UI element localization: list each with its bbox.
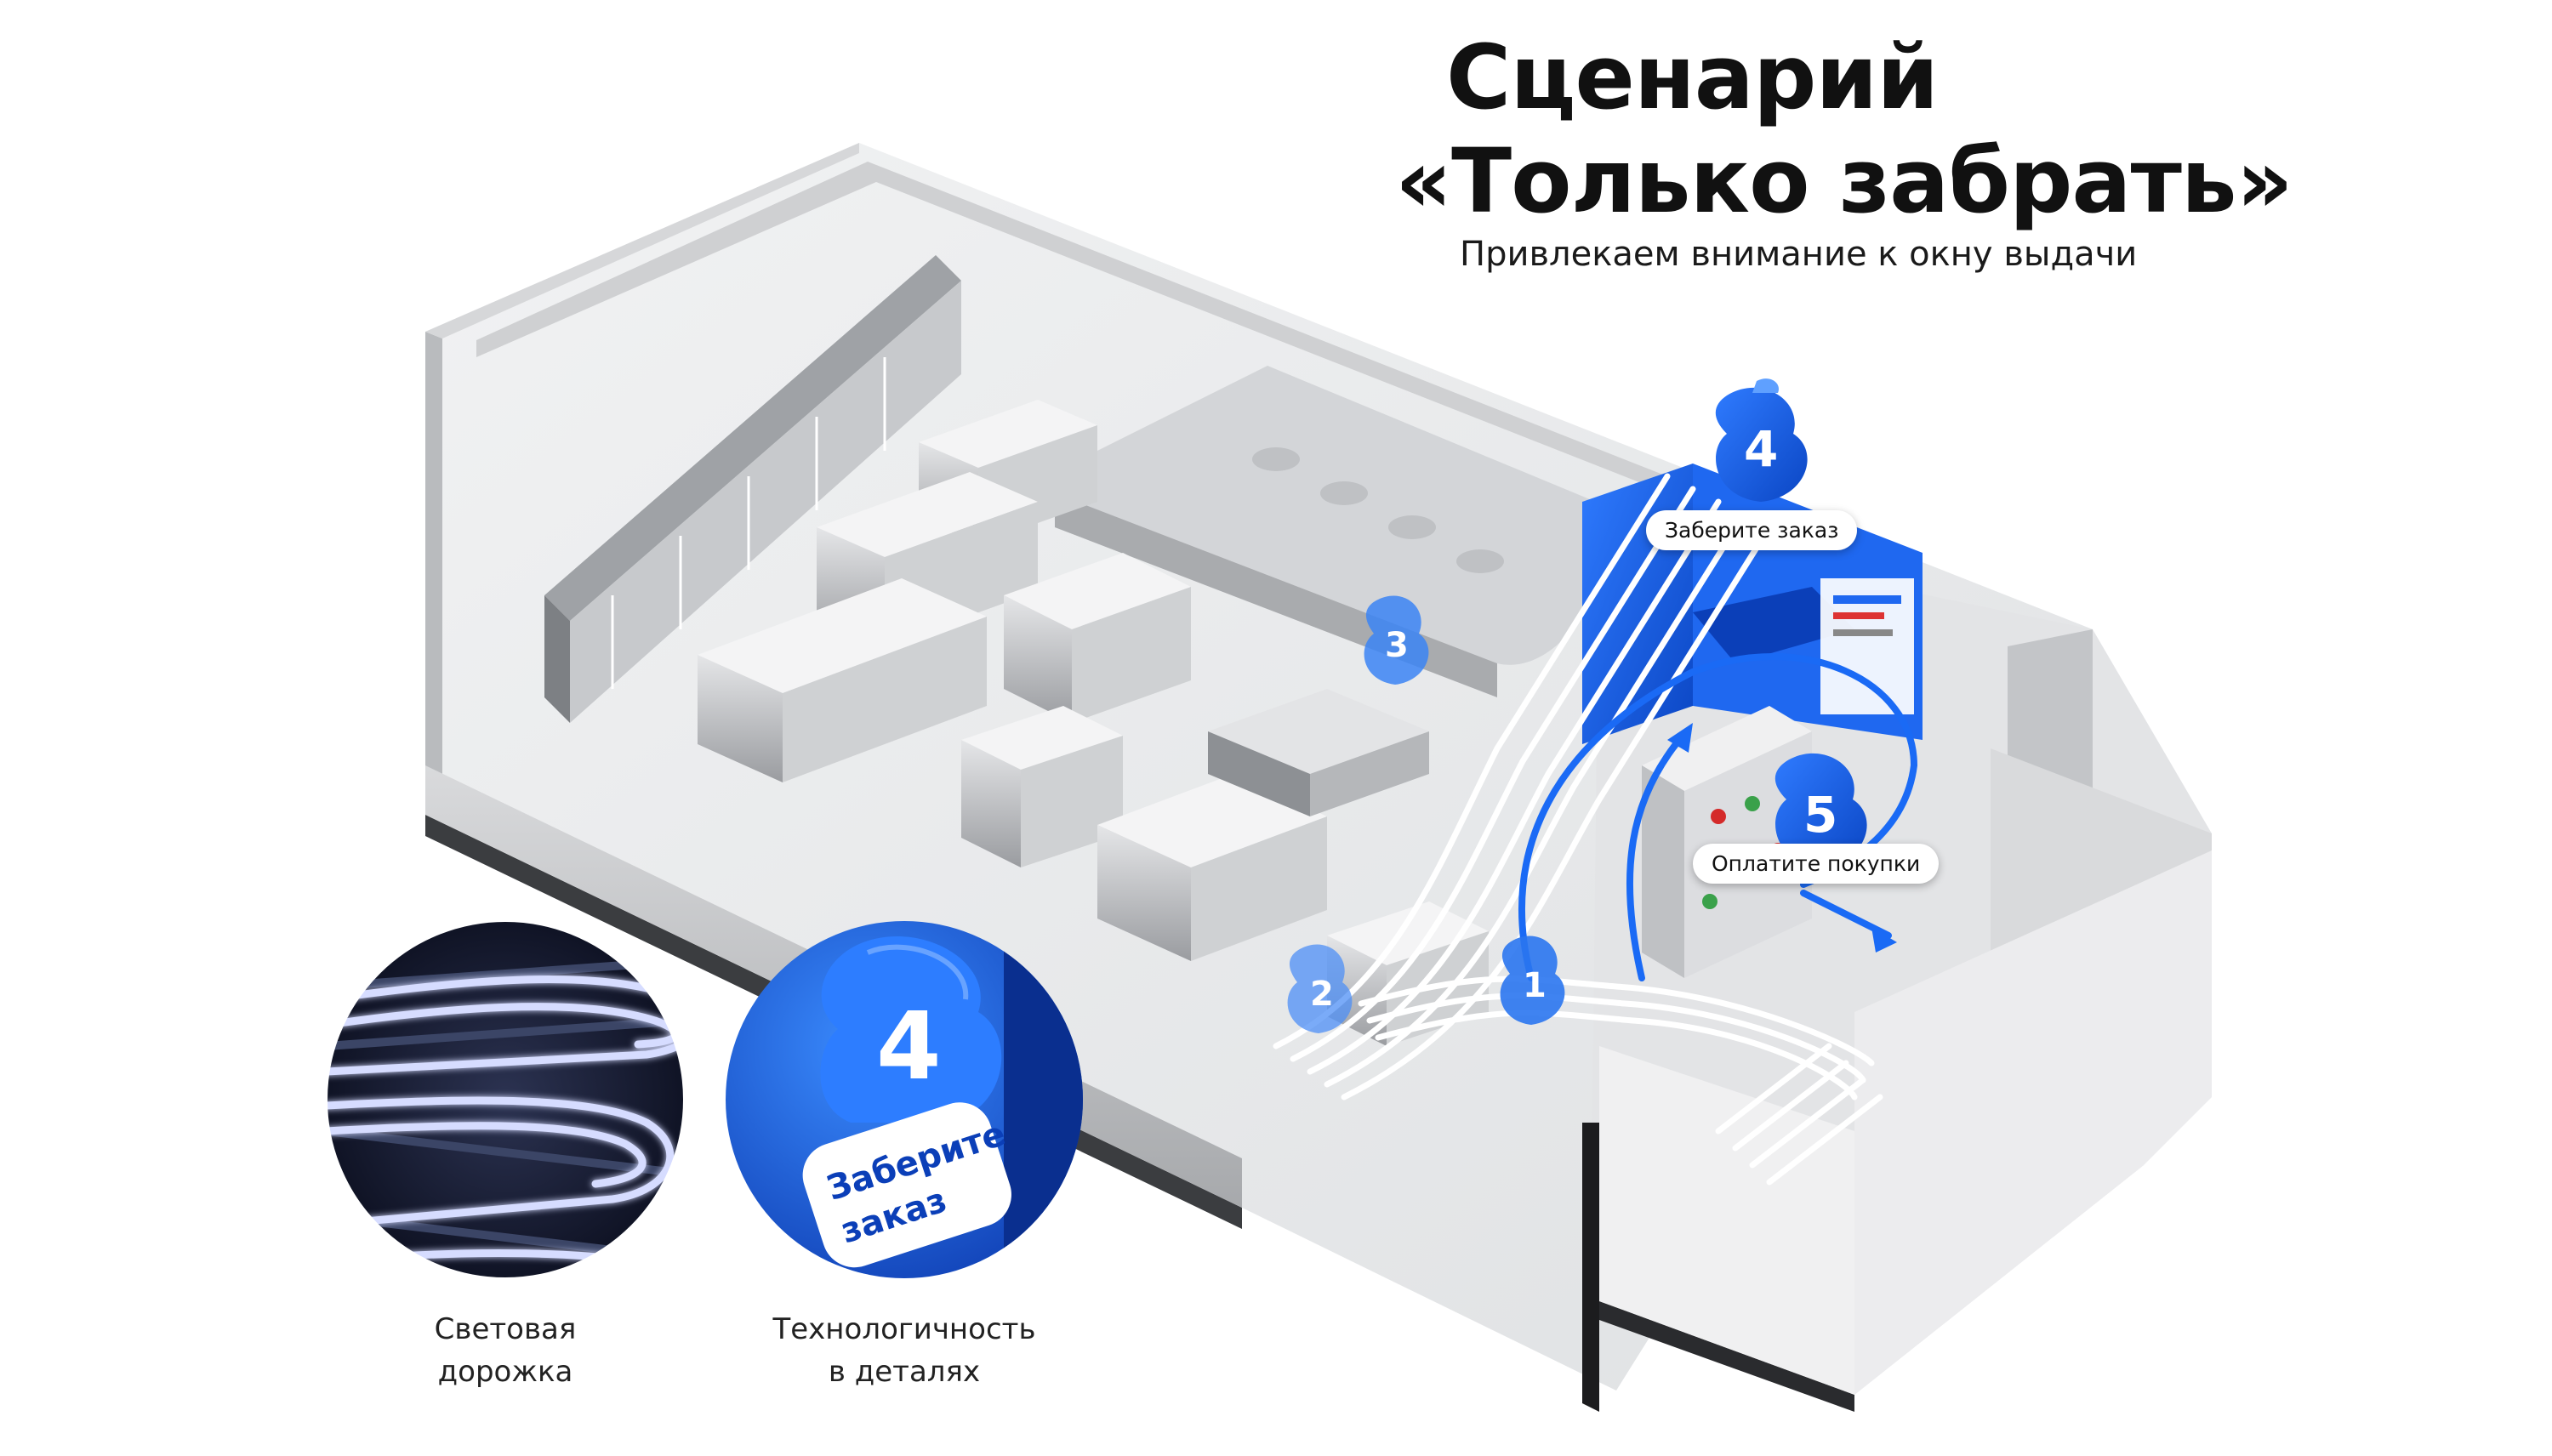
marker-3: 3: [1364, 595, 1429, 685]
detail-circle-light-track: [327, 921, 684, 1278]
callout-pay: Оплатите покупки: [1693, 844, 1940, 884]
pickup-zone: [1582, 464, 1923, 744]
path-arrow: [1518, 653, 1918, 981]
caption-light-track-line-1: Световая: [434, 1312, 577, 1346]
page-subtitle: Привлекаем внимание к окну выдачи: [1460, 235, 2138, 274]
sign-number: 4: [876, 992, 942, 1101]
caption-light-track: Световая дорожка: [378, 1308, 633, 1393]
path-arrow: [1626, 741, 1679, 981]
marker-3-number: 3: [1385, 626, 1409, 665]
shelf-unit: [1208, 689, 1429, 816]
caption-light-track-line-2: дорожка: [437, 1355, 573, 1389]
title-line-1: Сценарий: [1446, 26, 1939, 129]
customer-path-arrows: [1518, 653, 1918, 981]
wall-back: [425, 143, 859, 338]
wall-left: [425, 332, 442, 821]
arrow-head: [1871, 927, 1897, 953]
marker-2: 2: [1287, 944, 1353, 1033]
marker-1-number: 1: [1523, 966, 1547, 1005]
callout-pickup: Заберите заказ: [1646, 510, 1858, 550]
front-room-wall-dark: [1582, 1123, 1599, 1412]
detail-circle-light-track-outline: [326, 920, 685, 1279]
shelf-unit: [698, 578, 987, 782]
marker-4: 4: [1715, 378, 1808, 502]
title-line-2: «Только забрать»: [1395, 129, 2293, 233]
marker-5: 5: [1774, 753, 1867, 867]
caption-tech-details-line-2: в деталях: [828, 1355, 981, 1389]
marker-4-number: 4: [1744, 420, 1778, 478]
marker-5-number: 5: [1803, 786, 1837, 844]
arrow-head: [1667, 723, 1693, 753]
pickup-window-counter: [1693, 587, 1854, 663]
shelf-unit: [961, 706, 1123, 867]
arrow-heads: [1667, 723, 1897, 953]
page-title: Сценарий «Только забрать»: [1395, 26, 2416, 233]
shelf-unit: [1004, 553, 1191, 723]
caption-tech-details-line-1: Технологичность: [772, 1312, 1036, 1346]
path-arrow: [1800, 890, 1892, 939]
marker-1: 1: [1500, 936, 1565, 1025]
detail-circle-sign: 4 Заберите заказ: [726, 921, 1083, 1278]
fridge-row: [544, 255, 961, 723]
right-room-floor: [1854, 850, 2212, 1395]
front-room-wall-bottom: [1599, 1301, 1854, 1412]
marker-2-number: 2: [1310, 975, 1334, 1014]
caption-tech-details: Технологичность в деталях: [751, 1308, 1057, 1393]
